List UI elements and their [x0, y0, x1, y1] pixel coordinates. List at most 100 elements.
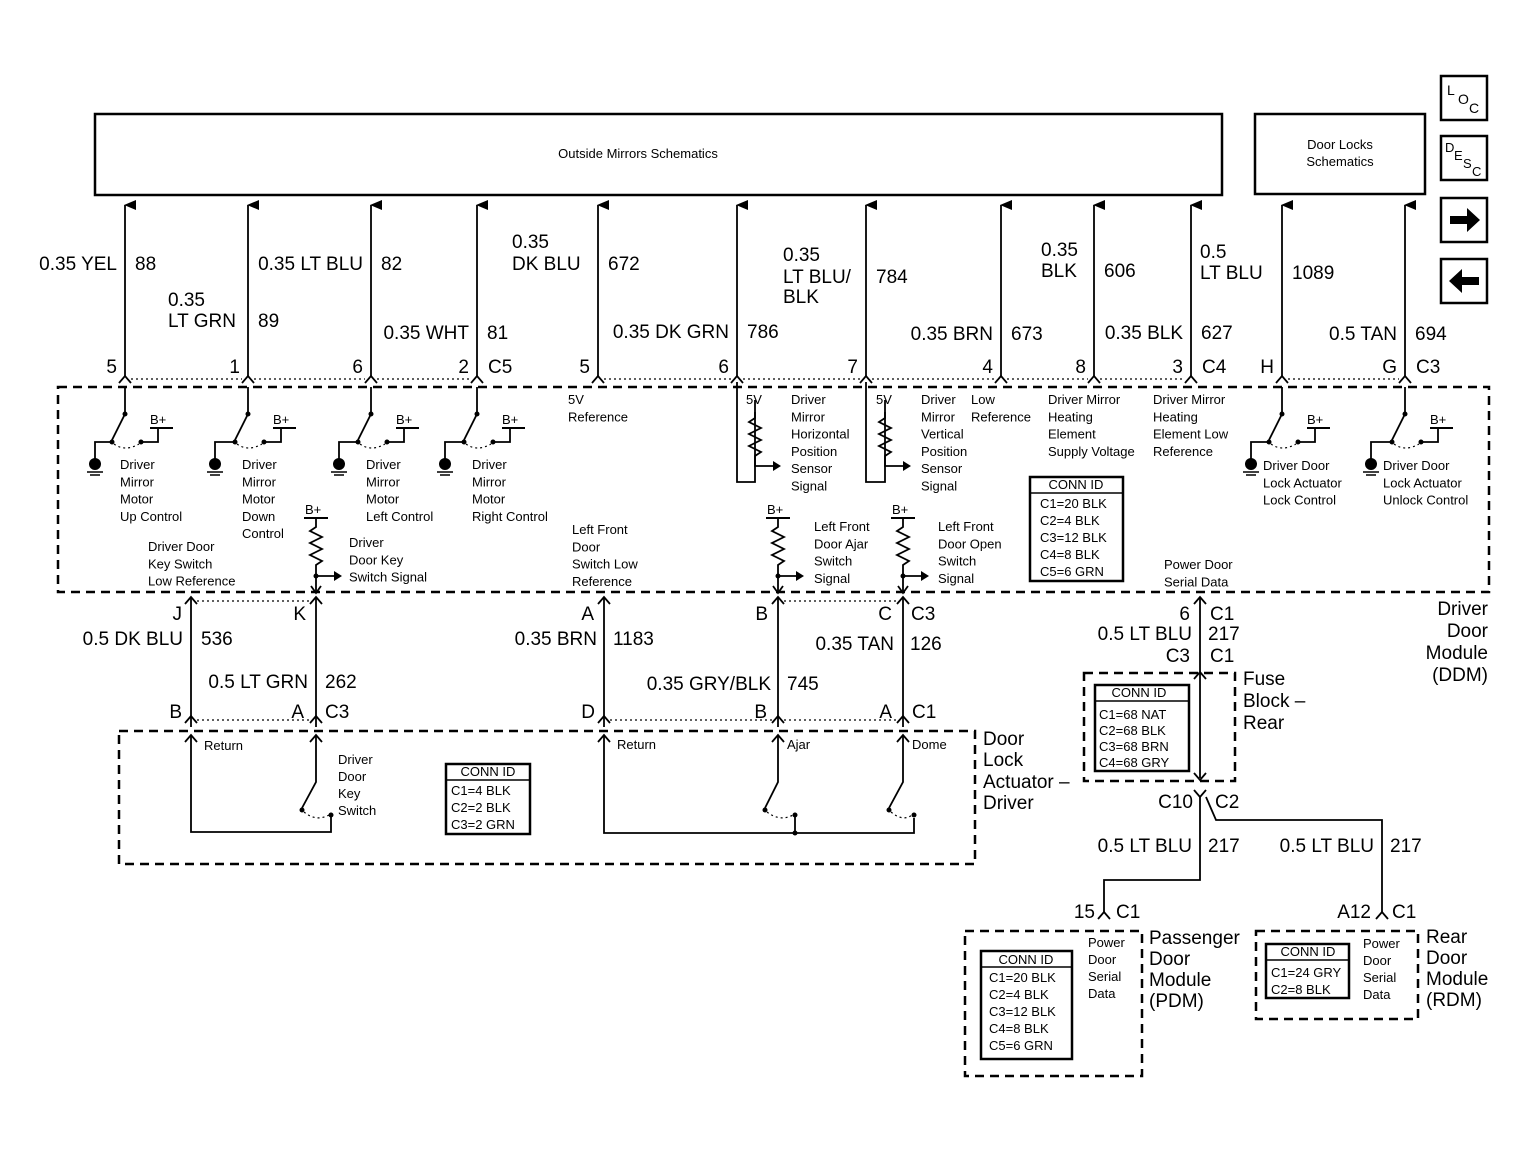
outside-mirrors-schematic-link[interactable]: Outside Mirrors Schematics: [93, 112, 1224, 197]
pullup-circuits: B+B+B+: [304, 502, 929, 595]
pdm-wire-color: 0.5 LT BLU: [1098, 836, 1192, 857]
desc-button[interactable]: D E S C: [1439, 134, 1489, 182]
upper-wire-color: 0.35: [1041, 240, 1078, 261]
lower-wires: J 0.5 DK BLU 536 K 0.5 LT GRN 262 A 0.35…: [83, 595, 942, 727]
rdm-serial-4: Data: [1363, 987, 1391, 1002]
rdm-wire-color: 0.5 LT BLU: [1280, 836, 1374, 857]
upper-wire-color: 0.5: [1200, 242, 1226, 263]
function-label-line: Motor: [120, 492, 154, 507]
fuse-top-connector: C1: [1210, 646, 1234, 667]
function-label-line: Driver Door: [148, 539, 215, 554]
serial-pin: 6: [1179, 604, 1190, 625]
fuse-conn-id-title: CONN ID: [1112, 685, 1167, 700]
upper-pin-label: 5: [106, 357, 117, 378]
desc-letter-s: S: [1463, 156, 1472, 171]
rdm-name-1: Rear: [1426, 927, 1468, 948]
function-label-line: Low: [971, 392, 995, 407]
upper-wire-circuit: 694: [1415, 324, 1447, 345]
door-locks-schematic-link[interactable]: Door Locks Schematics: [1253, 112, 1427, 196]
pdm-conn-id-table: CONN ID C1=20 BLK C2=4 BLK C3=12 BLK C4=…: [979, 949, 1074, 1061]
key-switch-line2: Door: [338, 769, 367, 784]
function-label-line: Switch: [938, 554, 976, 569]
pdm-name-3: Module: [1149, 970, 1211, 991]
function-label-line: Driver: [921, 392, 956, 407]
function-label-line: Heating: [1048, 409, 1093, 424]
loc-button[interactable]: L O C: [1439, 74, 1489, 122]
fuse-conn-row: C2=68 BLK: [1099, 723, 1166, 738]
circuit-j: 536: [201, 629, 233, 650]
function-label-line: Door Open: [938, 536, 1002, 551]
actuator-connector-c1: C1: [912, 702, 936, 723]
driver-door-module: Driver Door Module (DDM) B+B+B+B+B+B+ Dr…: [56, 382, 1491, 686]
upper-wire-color: DK BLU: [512, 254, 581, 275]
pin-j: J: [173, 604, 183, 625]
pdm-serial-4: Data: [1088, 986, 1116, 1001]
wire-color-j: 0.5 DK BLU: [83, 629, 183, 650]
rdm-serial-2: Door: [1363, 953, 1392, 968]
pdm-conn-id-title: CONN ID: [999, 952, 1054, 967]
function-label-line: Switch: [814, 554, 852, 569]
upper-wire-color: 0.35: [512, 232, 549, 253]
rear-door-module: Rear Door Module (RDM) Power Door Serial…: [1254, 927, 1488, 1021]
function-label-line: Vertical: [921, 427, 964, 442]
function-label-line: Element: [1048, 427, 1096, 442]
function-label-line: Mirror: [921, 409, 956, 424]
function-label-line: Serial Data: [1164, 574, 1229, 589]
upper-wire-color: 0.35: [783, 245, 820, 266]
previous-page-button[interactable]: [1439, 257, 1489, 305]
fuse-block-rear: Fuse Block – Rear CONN ID C1=68 NAT C2=6…: [1082, 669, 1306, 783]
upper-pin-label: G: [1382, 357, 1397, 378]
bplus-label: B+: [767, 502, 783, 517]
circuit-k: 262: [325, 672, 357, 693]
function-label-line: Position: [921, 444, 967, 459]
bplus-label: B+: [1430, 412, 1446, 427]
upper-connector-label: C5: [488, 357, 512, 378]
upper-wire-circuit: 81: [487, 323, 508, 344]
actuator-connector-c3: C3: [325, 702, 349, 723]
function-label-line: Reference: [568, 409, 628, 424]
wire-color-c: 0.35 TAN: [815, 634, 894, 655]
function-label-line: Control: [242, 526, 284, 541]
pdm-serial-2: Door: [1088, 952, 1117, 967]
function-label-line: Mirror: [120, 474, 155, 489]
pdm-name-1: Passenger: [1149, 928, 1241, 949]
ddm-conn-row: C4=8 BLK: [1040, 547, 1100, 562]
function-label-line: Driver: [120, 457, 155, 472]
pdm-conn-row: C2=4 BLK: [989, 987, 1049, 1002]
label-horiz-sensor: DriverMirrorHorizontalPositionSensorSign…: [791, 392, 850, 494]
function-label-line: Motor: [366, 492, 400, 507]
upper-connector-label: C3: [1416, 357, 1440, 378]
function-label-line: Driver Mirror: [1153, 392, 1226, 407]
next-page-button[interactable]: [1439, 196, 1489, 244]
rdm-connector: C1: [1392, 902, 1416, 923]
ddm-conn-row: C5=6 GRN: [1040, 564, 1104, 579]
function-label-line: Switch Low: [572, 557, 638, 572]
serial-wire-color: 0.5 LT BLU: [1098, 624, 1192, 645]
upper-pin-label: 4: [982, 357, 993, 378]
function-label-line: Down: [242, 509, 275, 524]
pdm-connector: C1: [1116, 902, 1140, 923]
function-label-line: Power Door: [1164, 557, 1233, 572]
key-switch-pullup: B+: [304, 502, 342, 595]
function-label-line: Reference: [971, 409, 1031, 424]
key-switch-line1: Driver: [338, 752, 373, 767]
pdm-serial-3: Serial: [1088, 969, 1121, 984]
arrow-right-icon: [1450, 208, 1480, 232]
actuator-pin-d: D: [581, 702, 595, 723]
passenger-door-module: Passenger Door Module (PDM) Power Door S…: [963, 928, 1241, 1078]
mirror-left-switch: B+: [331, 387, 419, 476]
door-lock-actuator: Door Lock Actuator – Driver Return Drive…: [117, 729, 1070, 866]
function-label-line: Mirror: [366, 474, 401, 489]
upper-wire-color: BLK: [783, 287, 819, 308]
rdm-name-3: Module: [1426, 969, 1488, 990]
